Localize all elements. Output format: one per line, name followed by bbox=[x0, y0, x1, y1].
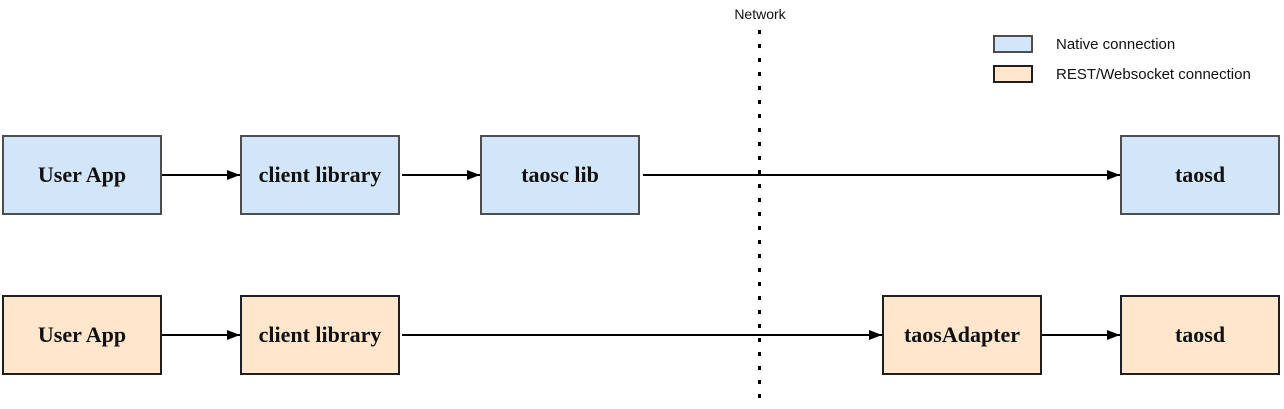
network-divider-dotted-line bbox=[758, 30, 761, 405]
node-taosd-native: taosd bbox=[1120, 135, 1280, 215]
native-connection-swatch bbox=[993, 35, 1033, 53]
node-taosd-rest: taosd bbox=[1120, 295, 1280, 375]
arrow-clientlibrary-to-taosclib bbox=[402, 170, 480, 180]
legend-item-rest: REST/Websocket connection bbox=[993, 65, 1251, 83]
rest-connection-swatch bbox=[993, 65, 1033, 83]
network-divider-label: Network bbox=[734, 6, 786, 22]
node-client-library-native: client library bbox=[240, 135, 400, 215]
arrow-clientlibrary-to-taosadapter bbox=[402, 330, 882, 340]
legend-label-rest: REST/Websocket connection bbox=[1056, 65, 1251, 83]
arrow-taosclib-to-taosd bbox=[643, 170, 1120, 180]
arrow-userapp-to-clientlibrary-rest bbox=[162, 330, 240, 340]
node-taosc-lib: taosc lib bbox=[480, 135, 640, 215]
arrow-taosadapter-to-taosd bbox=[1042, 330, 1120, 340]
node-user-app-native: User App bbox=[2, 135, 162, 215]
node-client-library-rest: client library bbox=[240, 295, 400, 375]
legend: Native connection REST/Websocket connect… bbox=[993, 35, 1251, 95]
legend-label-native: Native connection bbox=[1056, 35, 1176, 53]
arrow-userapp-to-clientlibrary-native bbox=[162, 170, 240, 180]
node-user-app-rest: User App bbox=[2, 295, 162, 375]
legend-item-native: Native connection bbox=[993, 35, 1251, 53]
node-taos-adapter: taosAdapter bbox=[882, 295, 1042, 375]
